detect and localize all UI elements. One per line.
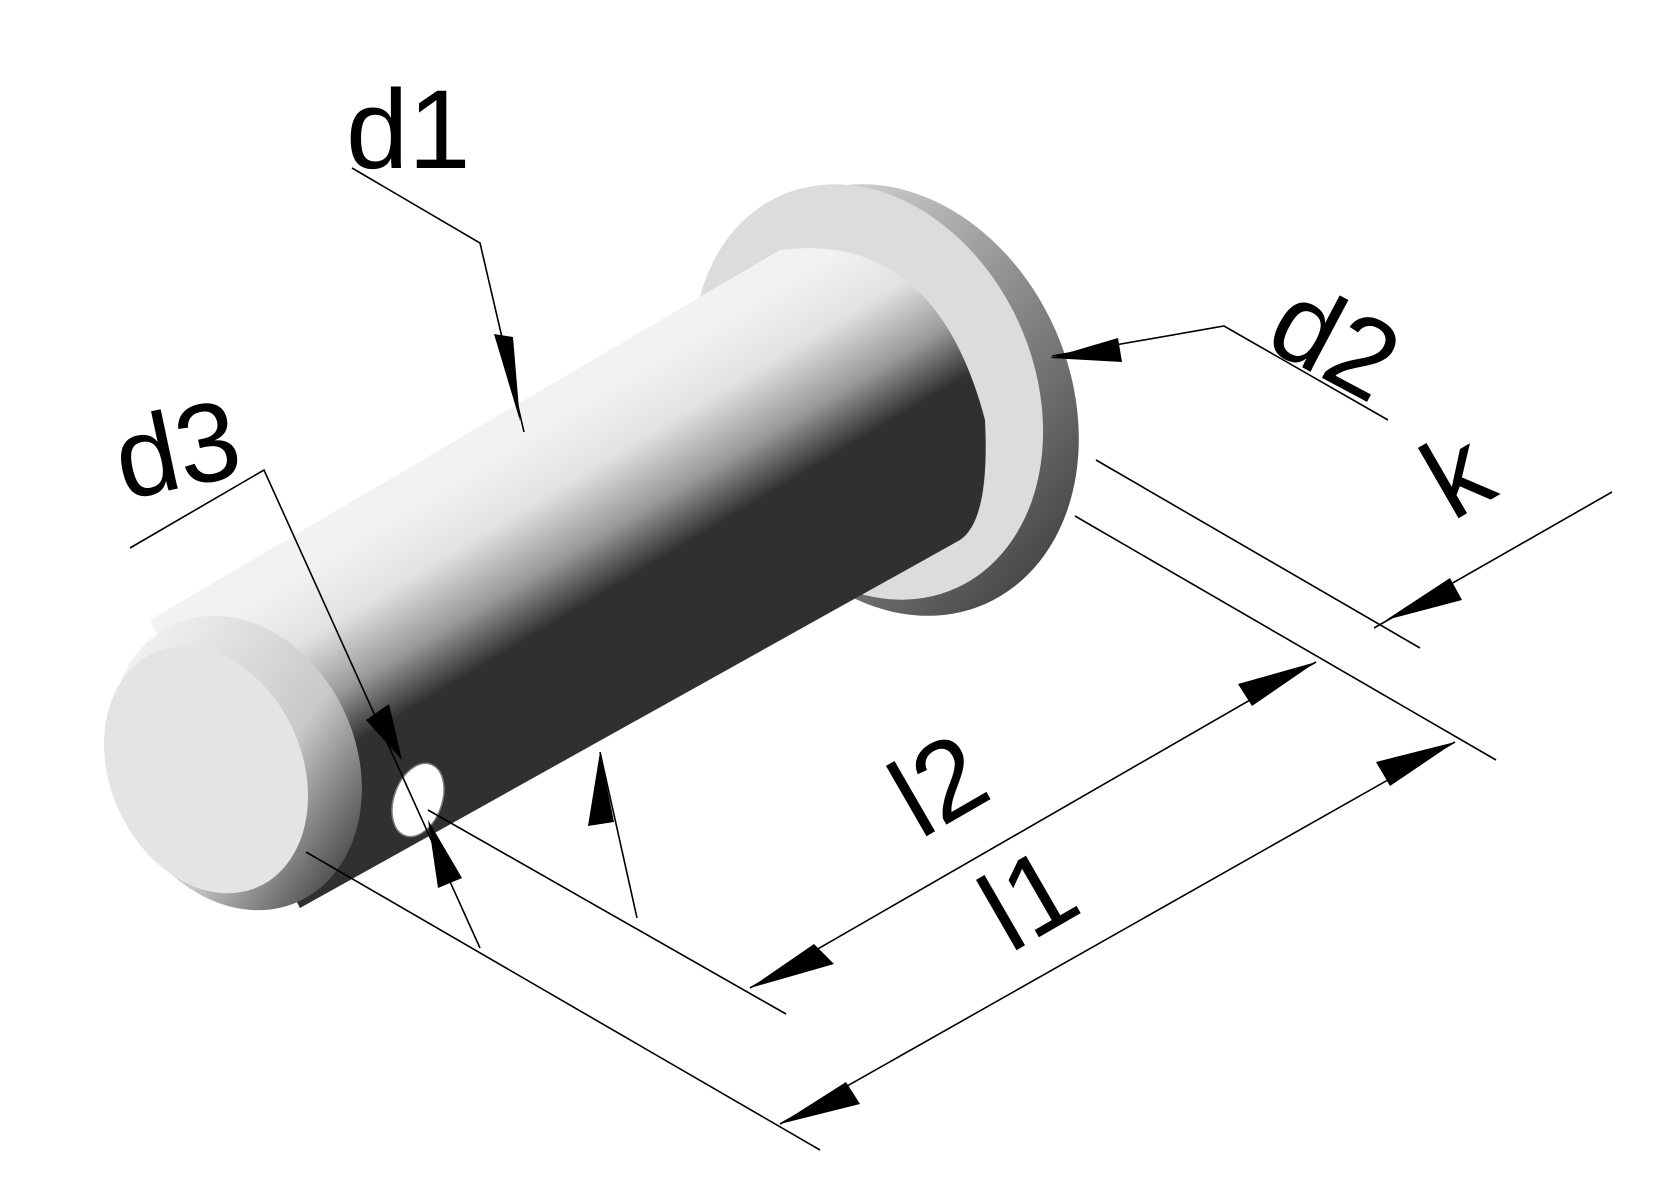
head-extension [1074,515,1497,761]
l2-dimension-line [749,661,1317,989]
l1-arrowhead-left [780,1082,860,1124]
d3-leader-line [129,468,481,949]
shaft [150,248,986,909]
l1-dimension-line [779,741,1456,1125]
dimension-lines [129,167,1613,1151]
shaft-lower-arrowhead [588,752,614,826]
d3-arrowhead-upper [366,704,402,760]
d3-arrowhead-lower [428,820,462,888]
k-arrowhead [1386,578,1462,620]
l2-arrowhead-right [1238,662,1316,706]
shaft-lower-leader [599,751,638,919]
l2-extension-hole [427,809,787,1015]
d2-arrowhead [1050,338,1122,362]
label-d1: d1 [346,67,471,192]
d1-leader-line [351,167,525,433]
label-l1: l1 [960,823,1098,975]
d1-arrowhead [494,334,520,421]
l1-arrowhead-right [1376,742,1455,786]
l2-arrowhead-left [750,944,834,988]
label-d2: d2 [1251,257,1420,426]
l1-extension-end [305,851,821,1151]
k-extension [1095,459,1421,649]
label-l2: l2 [870,709,1008,861]
end-face [104,646,308,894]
pin-body [104,184,1079,911]
label-k: k [1402,406,1514,543]
label-d3: d3 [103,375,251,523]
